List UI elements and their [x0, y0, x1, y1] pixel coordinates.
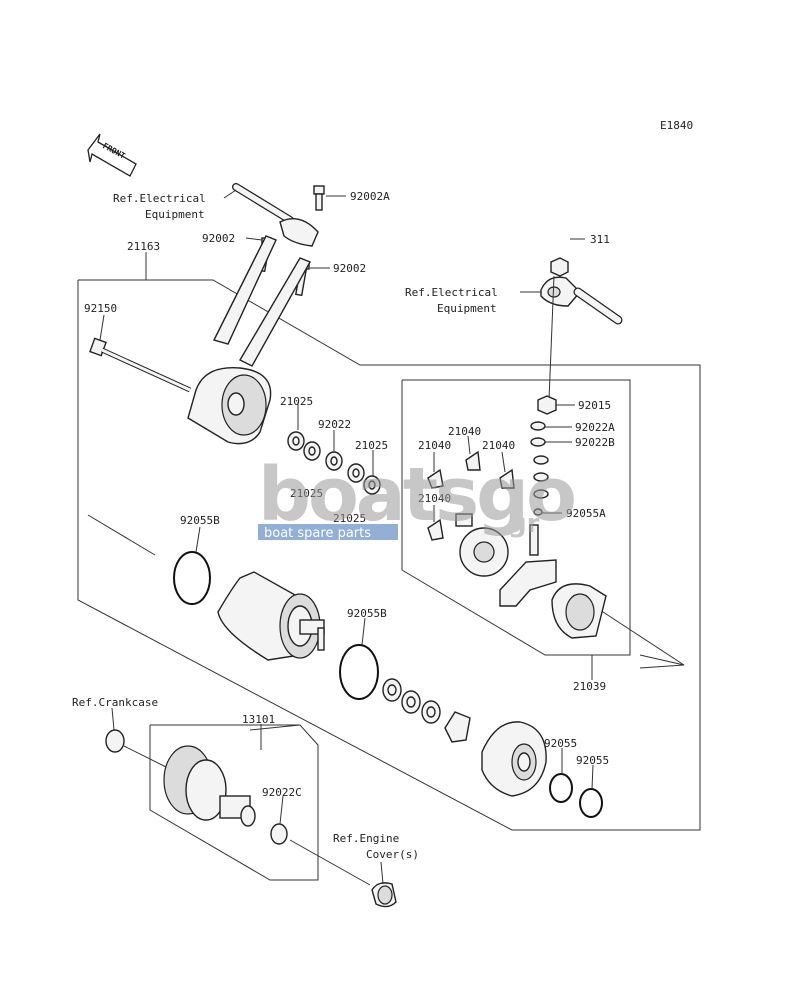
front-cover: [481, 721, 547, 797]
label-311: 311: [590, 233, 610, 246]
label-21040-b: 21040: [448, 425, 481, 438]
end-cover-21163: [187, 235, 311, 445]
leader-lines: [99, 189, 594, 885]
shim-washers: [382, 678, 441, 724]
terminal-washers: [530, 421, 549, 516]
diagram-code: E1840: [660, 119, 693, 132]
label-92022: 92022: [318, 418, 351, 431]
label-13101: 13101: [242, 713, 275, 726]
washer-stack-21025: [287, 431, 381, 495]
label-92002-a: 92002: [202, 232, 235, 245]
pinion-clutch-13101: [105, 729, 256, 827]
label-92002A: 92002A: [350, 190, 390, 203]
bolt-92002A: [313, 185, 325, 211]
label-21025-b: 21025: [355, 439, 388, 452]
part-labels: Ref.Electrical Equipment 92002A 92002 92…: [72, 190, 615, 861]
label-21039: 21039: [573, 680, 606, 693]
label-92150: 92150: [84, 302, 117, 315]
through-bolt-92150: [89, 337, 192, 393]
label-ref-crankcase: Ref.Crankcase: [72, 696, 158, 709]
o-ring-92055-b: [579, 788, 603, 818]
label-92022C: 92022C: [262, 786, 302, 799]
watermark-logo: boatsgo gr boat spare parts: [258, 452, 577, 541]
label-21025-d: 21025: [333, 512, 366, 525]
label-92055B-a: 92055B: [180, 514, 220, 527]
svg-text:gr: gr: [508, 509, 540, 539]
label-ref-electrical-top-2: Equipment: [145, 208, 205, 221]
nut-311: [550, 257, 569, 277]
label-92022A: 92022A: [575, 421, 615, 434]
label-ref-electrical-top-1: Ref.Electrical: [113, 192, 206, 205]
label-ref-electrical-right-2: Equipment: [437, 302, 497, 315]
label-21040-d: 21040: [418, 492, 451, 505]
label-21040-a: 21040: [418, 439, 451, 452]
o-ring-92055B-a: [173, 551, 211, 605]
battery-cable-right: [540, 276, 623, 325]
nut-92015: [537, 395, 557, 415]
brush-holder-21039: [455, 513, 607, 639]
label-92055B-b: 92055B: [347, 607, 387, 620]
battery-cable-top: [232, 183, 319, 247]
o-ring-92055B-b: [339, 644, 379, 700]
label-21163: 21163: [127, 240, 160, 253]
armature-yoke: [217, 571, 325, 661]
bushing-engine-cover: [371, 882, 397, 908]
washer-92022C: [270, 823, 288, 845]
label-ref-engine-cover-2: Cover(s): [366, 848, 419, 861]
label-92022B: 92022B: [575, 436, 615, 449]
brush-springs-21040: [427, 450, 515, 541]
label-92055-b: 92055: [576, 754, 609, 767]
o-ring-92055-a: [549, 773, 573, 803]
label-21025-a: 21025: [280, 395, 313, 408]
label-ref-electrical-right-1: Ref.Electrical: [405, 286, 498, 299]
front-arrow-icon: FRONT: [87, 133, 137, 177]
label-21025-c: 21025: [290, 487, 323, 500]
label-ref-engine-cover-1: Ref.Engine: [333, 832, 399, 845]
label-92055A: 92055A: [566, 507, 606, 520]
label-21040-c: 21040: [482, 439, 515, 452]
label-92015: 92015: [578, 399, 611, 412]
lock-plate: [444, 711, 471, 743]
svg-text:boat spare parts: boat spare parts: [264, 526, 371, 541]
label-92002-b: 92002: [333, 262, 366, 275]
svg-text:boatsgo: boatsgo: [258, 452, 574, 538]
label-92055-a: 92055: [544, 737, 577, 750]
